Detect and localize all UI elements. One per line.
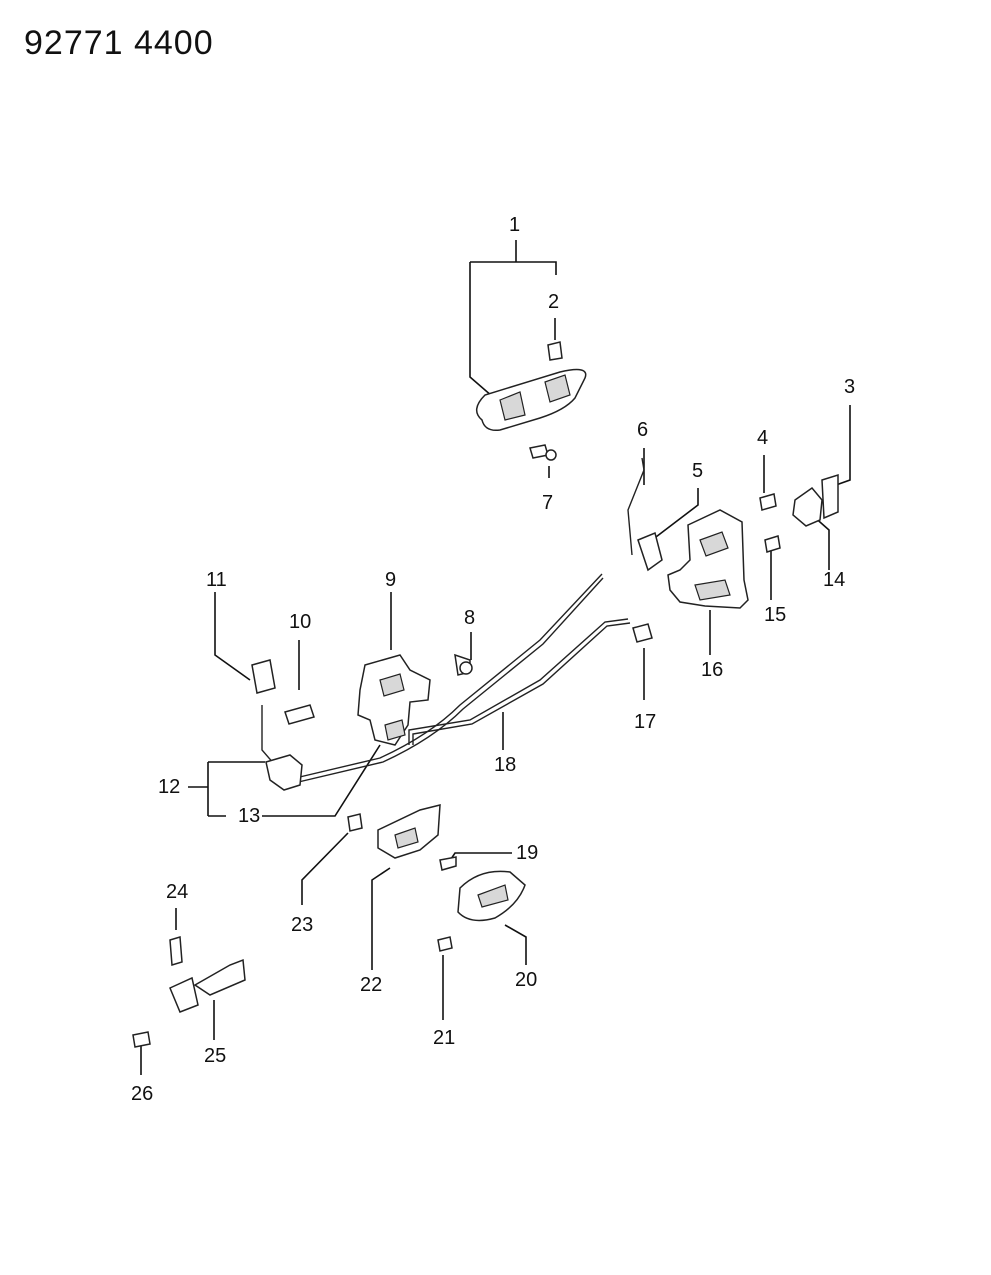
bolt-26	[132, 1031, 151, 1048]
latch-rod-6	[627, 457, 645, 556]
callout-14: 14	[823, 569, 846, 591]
lock-knob-11	[251, 659, 276, 694]
leader-lines	[140, 240, 851, 1075]
leader-23	[301, 832, 349, 905]
knob-bellcrank-12	[265, 754, 303, 791]
callout-18: 18	[494, 754, 517, 776]
callout-4: 4	[757, 427, 769, 449]
screw-21	[437, 936, 453, 952]
callout-11: 11	[206, 569, 227, 591]
clip-17	[632, 623, 653, 643]
callout-3: 3	[844, 376, 856, 398]
callout-13: 13	[238, 805, 261, 827]
bushing-10	[284, 704, 315, 725]
callout-21: 21	[433, 1027, 456, 1049]
screw-4	[759, 493, 777, 511]
outside-handle	[476, 341, 587, 461]
callout-20: 20	[515, 969, 538, 991]
leader-5	[651, 488, 699, 541]
clip-23	[347, 813, 363, 832]
release-rod-18	[408, 618, 629, 745]
door-latch-16	[627, 457, 749, 609]
lock-rod-13b	[289, 577, 604, 785]
callout-23: 23	[291, 914, 314, 936]
leader-22	[371, 867, 391, 970]
inside-handle-cover-20	[437, 870, 526, 952]
callout-1: 1	[509, 214, 521, 236]
release-rod-18b	[412, 622, 631, 745]
callout-16: 16	[701, 659, 724, 681]
lock-actuator-9	[357, 653, 473, 746]
callout-8: 8	[464, 607, 476, 629]
lock-rod-13	[286, 573, 603, 781]
door-check-25	[132, 936, 246, 1048]
leader-3	[835, 405, 851, 486]
callout-26: 26	[131, 1083, 154, 1105]
leader-20	[504, 924, 527, 965]
shim-3	[821, 473, 839, 520]
callout-2: 2	[548, 291, 560, 313]
bolt-24	[169, 936, 183, 966]
callout-9: 9	[385, 569, 397, 591]
callout-25: 25	[204, 1045, 227, 1067]
leader-11	[214, 592, 251, 681]
handle-clip-2	[547, 341, 563, 361]
inside-handle-22	[347, 804, 457, 871]
handle-bolt-7	[529, 444, 549, 459]
part-number-header: 92771 4400	[24, 24, 214, 62]
callout-22: 22	[360, 974, 383, 996]
leader-14	[811, 514, 830, 570]
callout-6: 6	[637, 419, 649, 441]
callout-12: 12	[158, 776, 181, 798]
linkage-rods	[261, 573, 631, 785]
callout-19: 19	[516, 842, 539, 864]
callout-17: 17	[634, 711, 657, 733]
leader-13	[262, 744, 381, 817]
callout-10: 10	[289, 611, 312, 633]
callout-24: 24	[166, 881, 189, 903]
callout-7: 7	[542, 492, 554, 514]
callout-5: 5	[692, 460, 704, 482]
screw-15	[764, 535, 781, 553]
screw-19	[439, 856, 457, 871]
leader-12	[188, 761, 265, 817]
latch-lever-5	[637, 531, 663, 572]
knob-rod-12	[261, 705, 276, 766]
callout-15: 15	[764, 604, 787, 626]
striker-14	[759, 473, 839, 553]
